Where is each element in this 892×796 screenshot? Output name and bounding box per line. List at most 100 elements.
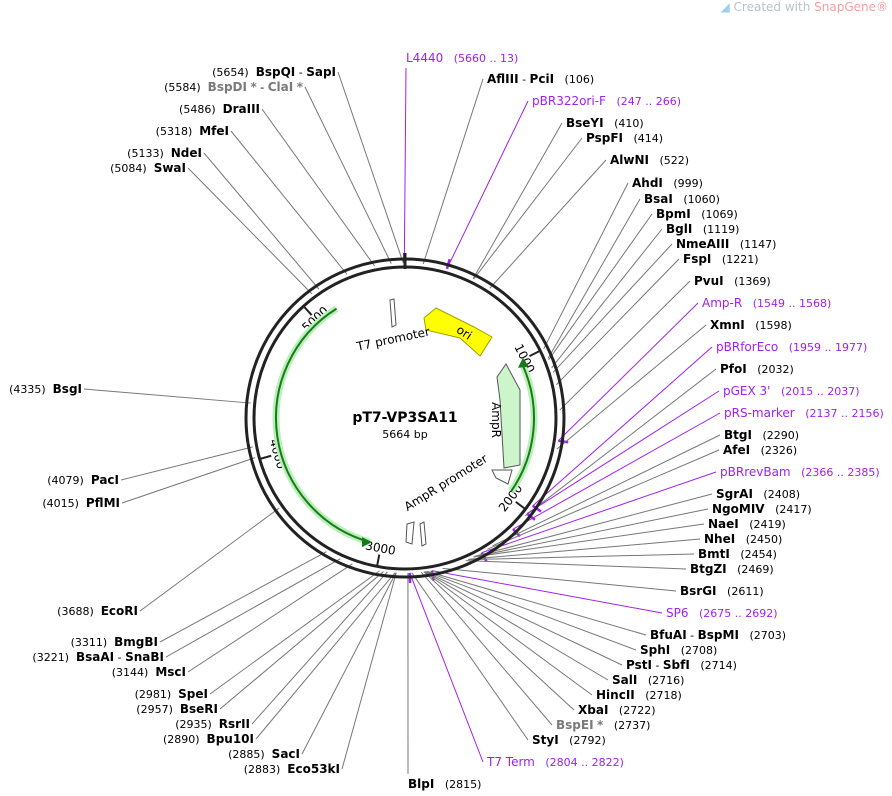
primer-label-pbrrevbam: pBRrevBam (2366 .. 2385) <box>720 465 880 479</box>
separator <box>192 125 199 138</box>
site-position: (1060) <box>683 193 720 206</box>
site-name: BsrGI <box>680 584 717 598</box>
separator <box>770 385 781 398</box>
site-position: (5133) <box>127 147 164 160</box>
separator <box>778 341 789 354</box>
site-label-text: BsaI (1060) <box>644 192 720 206</box>
site-position: (2408) <box>763 488 800 501</box>
enzyme-label-alwni: AlwNI (522) <box>610 153 689 167</box>
separator <box>280 763 287 776</box>
site-label-text: BlpI (2815) <box>408 777 481 791</box>
site-label-text: AhdI (999) <box>632 176 703 190</box>
site-name: BmtI <box>698 547 730 561</box>
site-name: BpmI <box>656 207 691 221</box>
enzyme-label-eco53ki: (2883) Eco53kI <box>244 762 340 776</box>
site-position: (522) <box>660 154 690 167</box>
site-position: (3311) <box>71 636 108 649</box>
separator <box>735 533 746 546</box>
separator <box>434 778 445 791</box>
site-name: BseRI <box>180 702 218 716</box>
leader-line-saci <box>301 572 397 755</box>
site-name: BmgBI <box>114 635 158 649</box>
site-name: XmnI <box>710 318 745 332</box>
site-position: (1221) <box>722 253 759 266</box>
ampr-promoter-label: AmpR promoter <box>402 451 490 513</box>
enzyme-label-sali: SalI (2716) <box>612 673 684 687</box>
site-name: PspFI <box>586 131 623 145</box>
site-position: (4079) <box>47 474 84 487</box>
primer-label-sp6: SP6 (2675 .. 2692) <box>666 606 778 620</box>
ampr-promoter-feature <box>405 521 415 545</box>
watermark-brand: SnapGene <box>814 0 876 14</box>
separator <box>46 383 53 396</box>
site-label-text: (2883) Eco53kI <box>244 762 340 776</box>
enzyme-label-pflmi: (4015) PflMI <box>42 496 120 510</box>
leader-line-bsgi <box>83 388 251 404</box>
site-name: Amp-R <box>702 296 742 310</box>
site-label-text: XbaI (2722) <box>578 703 655 717</box>
enzyme-label-btgzi: BtgZI (2469) <box>690 562 774 576</box>
separator <box>608 704 619 717</box>
site-label-text: PfoI (2032) <box>720 362 794 376</box>
enzyme-label-fspi: FspI (1221) <box>683 252 758 266</box>
site-label-text: NaeI (2419) <box>708 517 786 531</box>
primer-label-t7-term: T7 Term (2804 .. 2822) <box>486 755 624 769</box>
site-position: (5654) <box>212 66 249 79</box>
site-position: (2703) <box>749 629 786 642</box>
tick-5000 <box>302 305 313 316</box>
enzyme-label-xbai: XbaI (2722) <box>578 703 655 717</box>
separator <box>604 117 615 130</box>
separator <box>795 407 806 420</box>
leader-line-styi <box>411 572 529 741</box>
t7-promoter-label: T7 promoter <box>354 324 431 353</box>
site-label-text: XmnI (1598) <box>710 318 792 332</box>
site-position: (1069) <box>701 208 738 221</box>
site-label-text: (3221) BsaAI - SnaBI <box>32 650 164 664</box>
site-label-text: L4440 (5660 .. 13) <box>406 51 518 65</box>
site-label-text: BspEI * (2737) <box>556 718 650 732</box>
site-label-text: pBRrevBam (2366 .. 2385) <box>720 465 880 479</box>
enzyme-label-hincii: HincII (2718) <box>596 688 682 702</box>
leader-line-sgrai <box>475 493 713 557</box>
site-label-text: (2885) SacI <box>228 747 300 761</box>
separator <box>603 719 614 732</box>
enzyme-label-xmni: XmnI (1598) <box>710 318 792 332</box>
site-label-text: PspFI (414) <box>586 131 663 145</box>
enzyme-label-saci: (2885) SacI <box>228 747 300 761</box>
separator <box>606 95 617 108</box>
site-position: (1598) <box>755 319 792 332</box>
site-label-text: (4079) PacI <box>47 473 119 487</box>
site-label-text: (3688) EcoRI <box>57 604 138 618</box>
site-name: AhdI <box>632 176 663 190</box>
enzyme-label-afliii: AflIII - PciI (106) <box>487 72 594 86</box>
separator <box>742 297 753 310</box>
site-label-text: BtgZI (2469) <box>690 562 774 576</box>
enzyme-label-nhei: NheI (2450) <box>704 532 782 546</box>
leader-line-bseri <box>219 571 384 710</box>
leader-line-pvui <box>559 280 691 411</box>
ampr-feature <box>496 363 521 469</box>
site-label-text: NmeAIII (1147) <box>676 237 776 251</box>
site-position: (2137 .. 2156) <box>805 407 884 420</box>
site-position: (2883) <box>244 763 281 776</box>
leader-line-ahdi <box>543 182 629 350</box>
enzyme-label-afei: AfeI (2326) <box>723 443 797 457</box>
separator <box>623 132 634 145</box>
enzyme-label-sgrai: SgrAI (2408) <box>716 487 800 501</box>
separator <box>690 659 701 672</box>
separator <box>711 253 722 266</box>
leader-line-bpu10i <box>255 572 396 740</box>
leader-line-pfoi <box>524 368 717 517</box>
leader-line-eco53ki <box>341 572 397 770</box>
site-name: SP6 <box>666 606 689 620</box>
site-position: (2737) <box>614 719 651 732</box>
plasmid-size: 5664 bp <box>382 428 427 441</box>
separator <box>107 636 114 649</box>
enzyme-label-bsrgi: BsrGI (2611) <box>680 584 764 598</box>
site-label-text: BmtI (2454) <box>698 547 777 561</box>
site-label-text: PstI - SbfI (2714) <box>626 658 737 672</box>
site-label-text: pBRforEco (1959 .. 1977) <box>716 340 867 354</box>
enzyme-label-ecori: (3688) EcoRI <box>57 604 138 618</box>
separator: - <box>114 651 125 664</box>
leader-line-bsaai <box>165 558 341 658</box>
